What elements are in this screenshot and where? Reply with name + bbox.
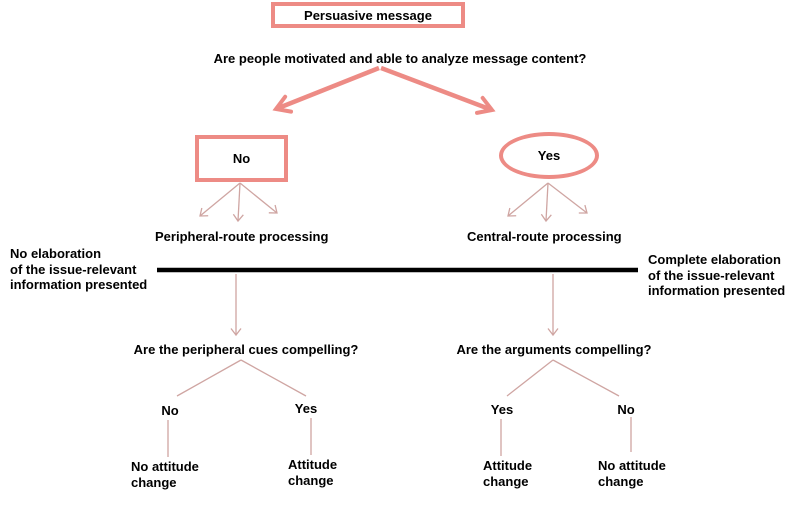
fan-arrow-icon [239, 182, 278, 214]
peripheral-question-branches [176, 359, 307, 397]
central-answer-no: No [617, 402, 635, 417]
outcome-attitude-change-left: Attitude change [288, 457, 338, 488]
fan-arrow-icon [540, 182, 552, 223]
outcome-no-attitude-change-right: No attitude change [598, 458, 666, 489]
main-split-arrows [272, 65, 496, 115]
arrow-to-yes-icon [380, 65, 496, 115]
branch-line [552, 359, 620, 397]
yes-ellipse: Yes [499, 132, 599, 179]
central-processing-label: Central-route processing [467, 229, 622, 244]
persuasive-message-box: Persuasive message [271, 2, 465, 28]
persuasive-message-label: Persuasive message [304, 7, 432, 23]
branch-line [176, 359, 242, 397]
no-box: No [195, 135, 288, 182]
fan-arrow-icon [547, 182, 588, 214]
central-fan-arrows [507, 182, 588, 223]
branch-line [506, 359, 554, 397]
main-question: Are people motivated and able to analyze… [213, 51, 587, 66]
outcome-no-attitude-change-left: No attitude change [131, 459, 199, 490]
peripheral-cues-question: Are the peripheral cues compelling? [133, 342, 359, 357]
arguments-question: Are the arguments compelling? [456, 342, 652, 357]
peripheral-processing-label: Peripheral-route processing [155, 229, 329, 244]
peripheral-answer-no: No [161, 403, 179, 418]
central-question-branches [506, 359, 620, 397]
arrow-to-no-icon [272, 65, 380, 114]
fan-arrow-icon [232, 182, 244, 223]
peripheral-answer-yes: Yes [294, 401, 318, 416]
no-elaboration-note: No elaboration of the issue-relevant inf… [10, 246, 148, 292]
outcome-connector-lines [167, 417, 632, 457]
fan-arrow-icon [507, 182, 549, 217]
no-box-label: No [232, 151, 251, 166]
outcome-attitude-change-right: Attitude change [483, 458, 533, 489]
peripheral-fan-arrows [199, 182, 278, 223]
yes-ellipse-label: Yes [537, 148, 561, 163]
complete-elaboration-note: Complete elaboration of the issue-releva… [648, 252, 786, 298]
central-answer-yes: Yes [490, 402, 514, 417]
branch-line [240, 359, 307, 397]
fan-arrow-icon [199, 182, 241, 217]
